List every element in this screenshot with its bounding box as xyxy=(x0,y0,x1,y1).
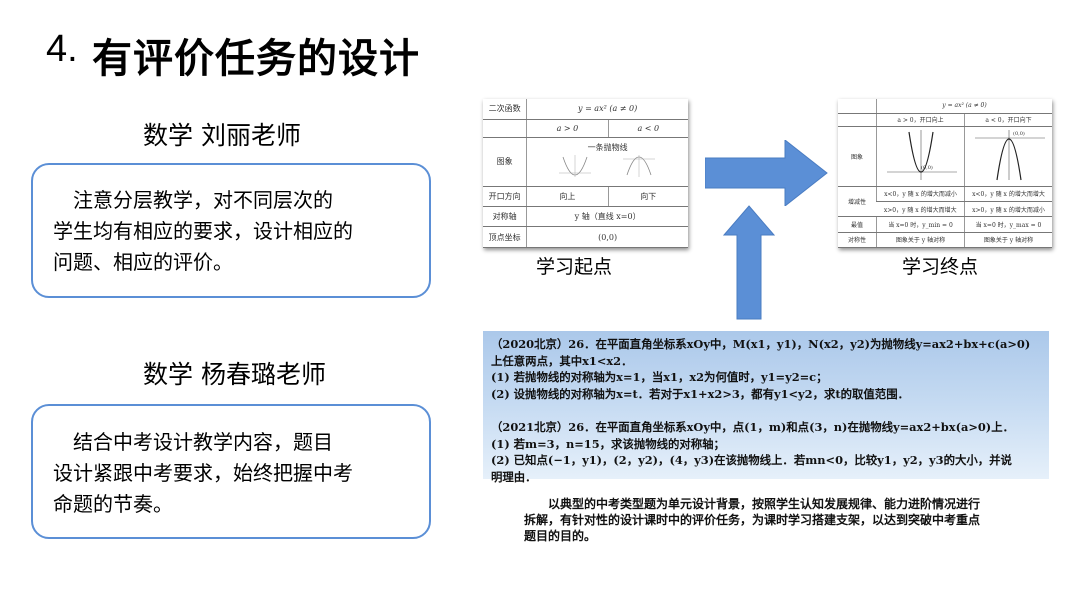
table-cell: 向上 xyxy=(526,186,609,207)
start-caption: 学习起点 xyxy=(536,256,613,278)
table-cell: 增减性 xyxy=(838,186,877,218)
title-number: 4. xyxy=(46,28,78,70)
table-cell: a < 0 xyxy=(607,119,688,139)
table-cell: 对称轴 xyxy=(483,206,527,228)
page-title: 有评价任务的设计 xyxy=(92,36,420,82)
table-cell: 图象 xyxy=(483,137,527,187)
problem-line: 上任意两点，其中x1<x2． xyxy=(491,353,633,368)
table-cell: 最值 xyxy=(838,216,877,233)
table-cell: y = ax² (a ≠ 0) xyxy=(526,99,688,120)
table-cell: 图象 xyxy=(838,126,877,187)
teacher-note-box-2: 结合中考设计教学内容，题目 设计紧跟中考要求，始终把握中考 命题的节奏。 xyxy=(31,404,431,539)
table-cell: 当 x=0 时，y_max = 0 xyxy=(964,216,1052,233)
problem-line: (1) 若抛物线的对称轴为x=1，当x1，x2为何值时，y1=y2=c； xyxy=(491,370,828,385)
problem-line: （2020北京）26．在平面直角坐标系xOy中，M(x1，y1)，N(x2，y2… xyxy=(491,337,1031,351)
table-cell: a > 0 xyxy=(526,119,609,139)
note-line: 结合中考设计教学内容，题目 xyxy=(53,430,333,454)
note-line: 命题的节奏。 xyxy=(53,492,173,516)
summary-text: 以典型的中考类型题为单元设计背景，按照学生认知发展规律、能力进阶情况进行 拆解，… xyxy=(524,496,1034,544)
table-cell: x<0，y 随 x 的增大而减小 xyxy=(876,186,965,202)
problem-line xyxy=(491,402,1043,419)
teacher-name-2: 数学 杨春璐老师 xyxy=(143,360,326,389)
table-cell: a < 0，开口向下 xyxy=(964,113,1052,128)
graph-point-label: (0,0) xyxy=(1013,131,1025,138)
note-line: 注意分层教学，对不同层次的 xyxy=(53,188,333,212)
upward-parabola-icon xyxy=(886,130,957,181)
teacher-name-1: 数学 刘丽老师 xyxy=(143,121,301,150)
table-cell: x<0，y 随 x 的增大而增大 xyxy=(964,186,1052,202)
summary-line: 题目的目的。 xyxy=(524,529,597,543)
note-line: 问题、相应的评价。 xyxy=(53,250,233,274)
table-cell: a > 0，开口向上 xyxy=(876,113,965,128)
parabola-sketch-icon xyxy=(558,155,655,178)
problem-line: (2) 设抛物线的对称轴为x=t．若对于x1+x2>3，都有y1<y2，求t的取… xyxy=(491,386,909,401)
graph-point-label: (0,0) xyxy=(921,165,933,172)
table-cell: x>0，y 随 x 的增大而减小 xyxy=(964,201,1052,218)
start-table: 二次函数 y = ax² (a ≠ 0) a > 0 a < 0 图象 一条抛物… xyxy=(483,99,688,248)
table-cell: 向下 xyxy=(607,186,688,207)
downward-parabola-icon xyxy=(974,130,1045,181)
table-cell: 一条抛物线 xyxy=(587,143,628,153)
summary-line: 以典型的中考类型题为单元设计背景，按照学生认知发展规律、能力进阶情况进行 xyxy=(524,497,981,511)
problem-line: （2021北京）26．在平面直角坐标系xOy中，点(1，m)和点(3，n)在抛物… xyxy=(491,419,1014,434)
table-cell: 二次函数 xyxy=(483,99,527,120)
note-line: 学生均有相应的要求，设计相应的 xyxy=(53,219,353,243)
table-cell: 当 x=0 时，y_min = 0 xyxy=(876,216,965,233)
table-cell: x>0，y 随 x 的增大而增大 xyxy=(876,201,965,218)
end-caption: 学习终点 xyxy=(902,256,979,278)
table-cell: (0,0) xyxy=(526,226,688,248)
table-cell: 图象关于 y 轴对称 xyxy=(964,232,1052,249)
table-cell: y 轴（直线 x=0） xyxy=(526,206,688,228)
up-arrow-icon xyxy=(723,205,775,320)
summary-line: 拆解，有针对性的设计课时中的评价任务，为课时学习搭建支架，以达到突破中考重点 xyxy=(524,513,981,527)
problem-line: 明理由． xyxy=(491,469,537,484)
problem-line: (1) 若m=3，n=15，求该抛物线的对称轴； xyxy=(491,436,725,451)
table-cell: y = ax² (a ≠ 0) xyxy=(876,99,1052,114)
table-cell: 图象关于 y 轴对称 xyxy=(876,232,965,249)
exam-problems-box: （2020北京）26．在平面直角坐标系xOy中，M(x1，y1)，N(x2，y2… xyxy=(483,331,1049,484)
problem-line: (2) 已知点(−1，y1)，(2，y2)，(4，y3)在该抛物线上．若mn<0… xyxy=(491,453,1012,468)
table-cell: 开口方向 xyxy=(483,186,527,207)
teacher-note-box-1: 注意分层教学，对不同层次的 学生均有相应的要求，设计相应的 问题、相应的评价。 xyxy=(31,163,431,298)
right-arrow-icon xyxy=(705,140,828,206)
end-table: y = ax² (a ≠ 0) a > 0，开口向上 a < 0，开口向下 图象… xyxy=(838,99,1052,249)
note-line: 设计紧跟中考要求，始终把握中考 xyxy=(53,461,353,485)
table-cell: 顶点坐标 xyxy=(483,226,527,248)
table-cell: 对称性 xyxy=(838,232,877,249)
